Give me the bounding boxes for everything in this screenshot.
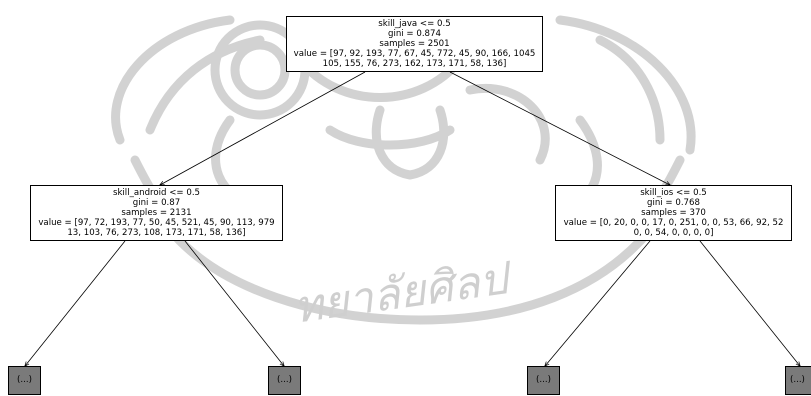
node-condition: skill_ios <= 0.5 (640, 188, 707, 198)
node-value-line-1: value = [0, 20, 0, 0, 17, 0, 251, 0, 0, … (563, 218, 784, 228)
node-samples: samples = 2131 (121, 208, 192, 218)
node-value-line-1: value = [97, 72, 193, 77, 50, 45, 521, 4… (38, 218, 275, 228)
node-gini: gini = 0.874 (388, 29, 441, 39)
node-value-line-1: value = [97, 92, 193, 77, 67, 45, 772, 4… (293, 49, 536, 59)
edge-root-to-left (160, 71, 366, 185)
edge-right-to-leaf-4 (699, 240, 800, 366)
node-gini: gini = 0.768 (647, 198, 700, 208)
truncated-subtree-node: (...) (527, 366, 560, 395)
edge-right-to-leaf-3 (545, 240, 651, 366)
edge-root-to-right (449, 71, 670, 185)
node-value-line-2: 105, 155, 76, 273, 162, 173, 171, 58, 13… (322, 59, 507, 69)
node-condition: skill_java <= 0.5 (378, 19, 451, 29)
edge-left-to-leaf-1 (25, 240, 126, 366)
edge-left-to-leaf-2 (184, 240, 284, 366)
node-samples: samples = 2501 (379, 39, 450, 49)
truncated-subtree-node: (...) (268, 366, 301, 395)
node-value-line-2: 0, 0, 54, 0, 0, 0, 0] (633, 228, 714, 238)
node-samples: samples = 370 (641, 208, 706, 218)
node-value-line-2: 13, 103, 76, 273, 108, 173, 171, 58, 136… (67, 228, 246, 238)
truncated-subtree-node: (...) (8, 366, 41, 395)
node-gini: gini = 0.87 (132, 198, 181, 208)
node-condition: skill_android <= 0.5 (112, 188, 201, 198)
tree-node-right: skill_ios <= 0.5 gini = 0.768 samples = … (555, 185, 792, 241)
tree-node-left: skill_android <= 0.5 gini = 0.87 samples… (30, 185, 283, 241)
truncated-subtree-node: (...) (785, 366, 811, 395)
tree-node-root: skill_java <= 0.5 gini = 0.874 samples =… (286, 16, 543, 72)
